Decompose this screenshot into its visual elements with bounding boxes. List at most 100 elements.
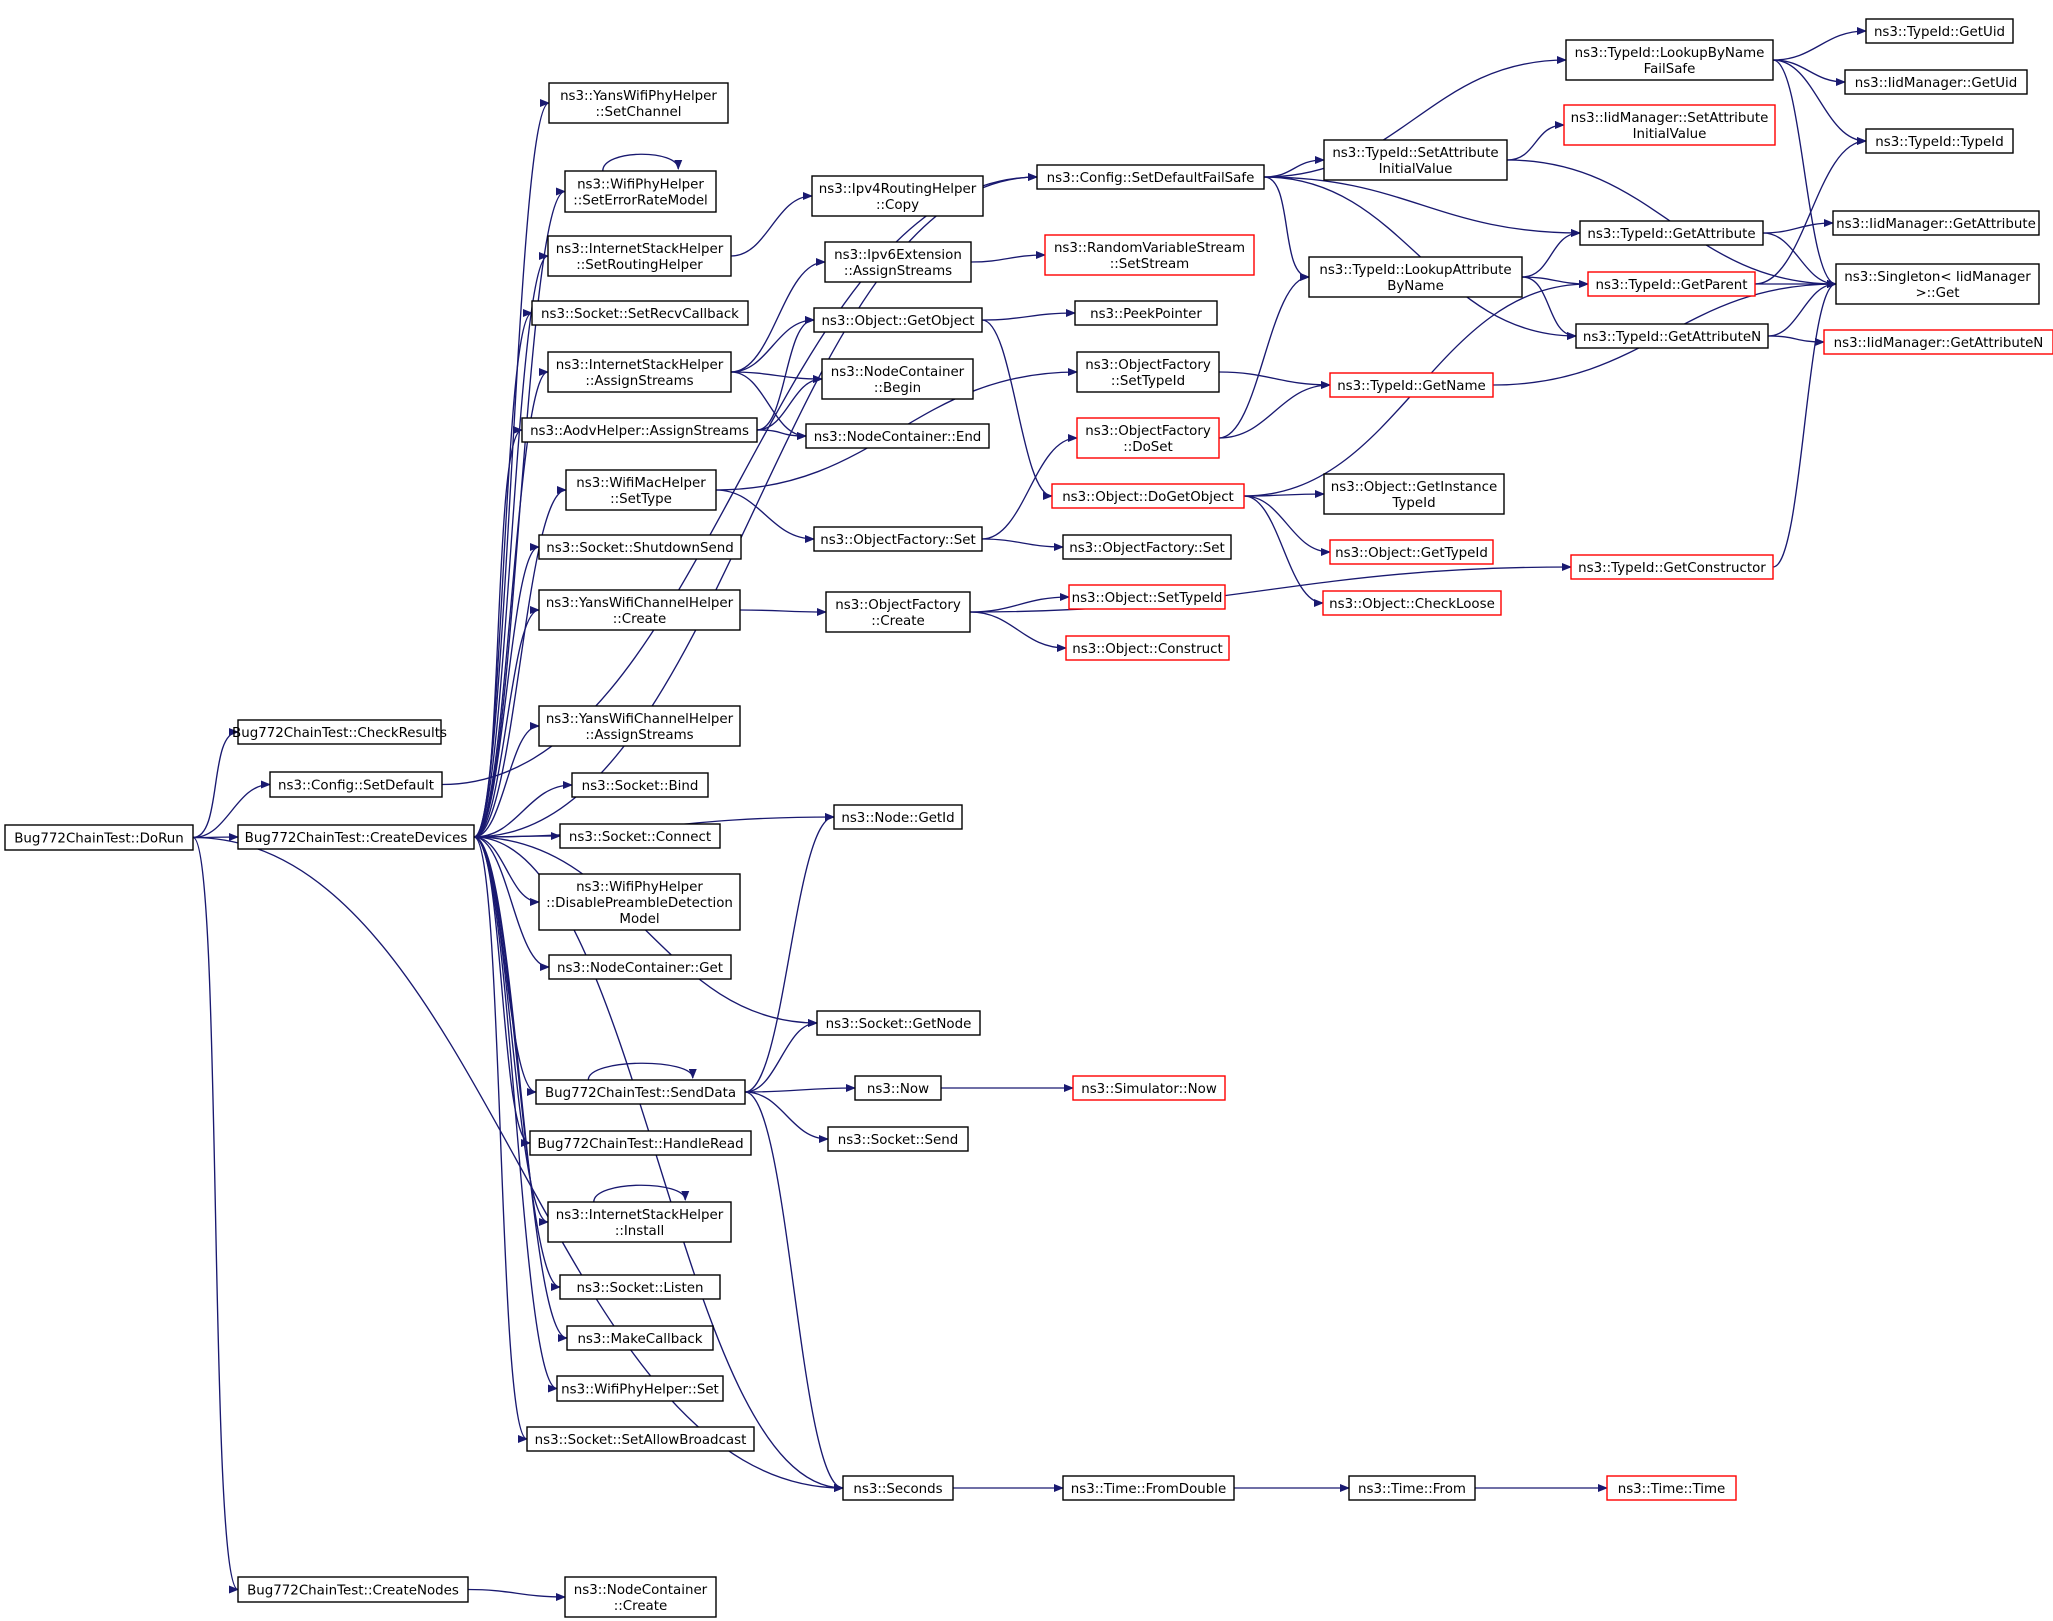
node-box (1044, 234, 1255, 276)
node-ywchcreate[interactable]: ns3::YansWifiChannelHelper::Create (538, 589, 741, 631)
node-ofset2[interactable]: ns3::ObjectFactory::Set (1062, 534, 1232, 560)
edge-ofset-to-ofset2 (981, 538, 1064, 551)
node-ofcreate[interactable]: ns3::ObjectFactory::Create (825, 591, 971, 633)
node-nccreate[interactable]: ns3::NodeContainer::Create (564, 1576, 717, 1618)
edge-createdevices-to-aodvassignstreams (473, 426, 523, 838)
node-iidgetattributen[interactable]: ns3::IidManager::GetAttributeN (1823, 329, 2053, 355)
node-makecallback[interactable]: ns3::MakeCallback (566, 1325, 714, 1351)
node-shutdownsend[interactable]: ns3::Socket::ShutdownSend (538, 534, 742, 560)
node-nodegetid[interactable]: ns3::Node::GetId (833, 804, 963, 830)
node-peekpointer[interactable]: ns3::PeekPointer (1074, 300, 1218, 326)
node-setdefault[interactable]: ns3::Config::SetDefault (269, 771, 443, 798)
node-yanssetchannel[interactable]: ns3::YansWifiPhyHelper::SetChannel (548, 82, 729, 124)
node-createnodes[interactable]: Bug772ChainTest::CreateNodes (237, 1576, 469, 1603)
node-objgettypeid[interactable]: ns3::Object::GetTypeId (1329, 539, 1494, 565)
node-checkloose[interactable]: ns3::Object::CheckLoose (1322, 590, 1502, 616)
node-label: ::Begin (874, 381, 921, 396)
node-now[interactable]: ns3::Now (854, 1075, 942, 1101)
node-box (548, 82, 729, 124)
node-ywchassign[interactable]: ns3::YansWifiChannelHelper::AssignStream… (538, 705, 741, 747)
node-ipv6ext[interactable]: ns3::Ipv6Extension::AssignStreams (824, 241, 972, 283)
node-getconstructor[interactable]: ns3::TypeId::GetConstructor (1570, 554, 1774, 580)
node-wphset[interactable]: ns3::WifiPhyHelper::Set (556, 1375, 724, 1402)
edge-senddata-to-seconds (744, 1091, 844, 1492)
node-senddata[interactable]: Bug772ChainTest::SendData (535, 1079, 746, 1105)
node-label: ns3::TypeId::GetAttributeN (1583, 330, 1761, 345)
node-box (529, 1130, 752, 1156)
node-iidsetattrinit[interactable]: ns3::IidManager::SetAttributeInitialValu… (1563, 104, 1776, 146)
node-rvsetstream[interactable]: ns3::RandomVariableStream::SetStream (1044, 234, 1255, 276)
node-label: ns3::Socket::SetRecvCallback (541, 307, 739, 322)
node-socketconnect[interactable]: ns3::Socket::Connect (559, 823, 721, 849)
node-fromdouble[interactable]: ns3::Time::FromDouble (1062, 1475, 1235, 1501)
edge-setdefaultfailsafe-to-getattribute (1263, 176, 1581, 237)
node-ofset[interactable]: ns3::ObjectFactory::Set (813, 526, 983, 552)
node-checkresults[interactable]: Bug772ChainTest::CheckResults (232, 719, 447, 745)
node-getname[interactable]: ns3::TypeId::GetName (1329, 372, 1494, 398)
node-setrecvcallback[interactable]: ns3::Socket::SetRecvCallback (531, 300, 749, 326)
node-label: ns3::Singleton< IidManager (1844, 270, 2031, 285)
edge-dorun-to-createnodes (192, 836, 239, 1594)
node-timetime[interactable]: ns3::Time::Time (1606, 1475, 1737, 1501)
node-socketlisten[interactable]: ns3::Socket::Listen (559, 1274, 721, 1300)
node-objsettypeid[interactable]: ns3::Object::SetTypeId (1068, 584, 1226, 610)
node-ofdoset[interactable]: ns3::ObjectFactory::DoSet (1076, 417, 1220, 459)
node-ishinstall[interactable]: ns3::InternetStackHelper::Install (547, 1201, 732, 1243)
node-getattribute[interactable]: ns3::TypeId::GetAttribute (1579, 220, 1764, 246)
node-simnow[interactable]: ns3::Simulator::Now (1072, 1075, 1226, 1101)
node-box (1563, 104, 1776, 146)
node-singletonget[interactable]: ns3::Singleton< IidManager >::Get (1835, 263, 2040, 305)
node-label: ns3::IidManager::GetUid (1855, 76, 2018, 91)
edge-layer (192, 27, 1867, 1601)
node-label: ::SetStream (1110, 257, 1189, 272)
node-createdevices[interactable]: Bug772ChainTest::CreateDevices (237, 824, 475, 850)
node-disablepreamble[interactable]: ns3::WifiPhyHelper::DisablePreambleDetec… (538, 873, 741, 931)
node-ncbegin[interactable]: ns3::NodeContainer::Begin (821, 358, 974, 400)
node-ishassignstreams[interactable]: ns3::InternetStackHelper::AssignStreams (547, 351, 732, 393)
node-label: ::SetRoutingHelper (576, 258, 703, 273)
node-handleread[interactable]: Bug772ChainTest::HandleRead (529, 1130, 752, 1156)
node-seterrorratemodel[interactable]: ns3::WifiPhyHelper::SetErrorRateModel (564, 170, 717, 213)
node-ncend[interactable]: ns3::NodeContainer::End (805, 423, 990, 449)
node-macsettype[interactable]: ns3::WifiMacHelper::SetType (565, 469, 717, 511)
node-dorun[interactable]: Bug772ChainTest::DoRun (4, 824, 194, 851)
node-setallowbroadcast[interactable]: ns3::Socket::SetAllowBroadcast (526, 1426, 755, 1452)
node-label: TypeId (1391, 496, 1435, 511)
edge-senddata-to-nodegetid (744, 813, 835, 1093)
node-socketbind[interactable]: ns3::Socket::Bind (571, 772, 709, 798)
node-aodvassignstreams[interactable]: ns3::AodvHelper::AssignStreams (521, 417, 758, 443)
edge-getattribute-to-iidgetattribute (1762, 219, 1834, 234)
node-seconds[interactable]: ns3::Seconds (842, 1475, 954, 1501)
node-iidgetuid[interactable]: ns3::IidManager::GetUid (1844, 69, 2028, 95)
edge-createnodes-to-nccreate (467, 1588, 566, 1601)
node-getuid[interactable]: ns3::TypeId::GetUid (1865, 18, 2014, 44)
node-timefrom[interactable]: ns3::Time::From (1348, 1475, 1476, 1501)
node-box (816, 1010, 981, 1036)
node-typeidtypeid[interactable]: ns3::TypeId::TypeId (1865, 128, 2014, 154)
node-ncget[interactable]: ns3::NodeContainer::Get (548, 954, 732, 980)
node-box (1074, 300, 1218, 326)
node-objconstruct[interactable]: ns3::Object::Construct (1065, 635, 1230, 661)
node-box (1076, 417, 1220, 459)
node-getobject[interactable]: ns3::Object::GetObject (813, 307, 983, 333)
node-label: ns3::Object::SetTypeId (1072, 591, 1223, 606)
node-label: ByName (1387, 279, 1444, 294)
node-getattributen[interactable]: ns3::TypeId::GetAttributeN (1575, 323, 1769, 349)
node-getparent[interactable]: ns3::TypeId::GetParent (1587, 271, 1756, 297)
node-socketsend[interactable]: ns3::Socket::Send (827, 1126, 969, 1152)
node-box (538, 705, 741, 747)
node-ofsettypeid[interactable]: ns3::ObjectFactory::SetTypeId (1076, 351, 1220, 393)
node-iidgetattribute[interactable]: ns3::IidManager::GetAttribute (1832, 210, 2040, 236)
node-label: Bug772ChainTest::DoRun (14, 832, 184, 847)
node-setdefaultfailsafe[interactable]: ns3::Config::SetDefaultFailSafe (1036, 164, 1265, 190)
node-label: ns3::Object::GetTypeId (1335, 546, 1488, 561)
node-setroutinghelper[interactable]: ns3::InternetStackHelper::SetRoutingHelp… (547, 235, 732, 277)
node-box (1844, 69, 2028, 95)
node-ipv4copy[interactable]: ns3::Ipv4RoutingHelper::Copy (811, 175, 984, 217)
node-socketgetnode[interactable]: ns3::Socket::GetNode (816, 1010, 981, 1036)
node-dogetobject[interactable]: ns3::Object::DoGetObject (1051, 483, 1245, 509)
